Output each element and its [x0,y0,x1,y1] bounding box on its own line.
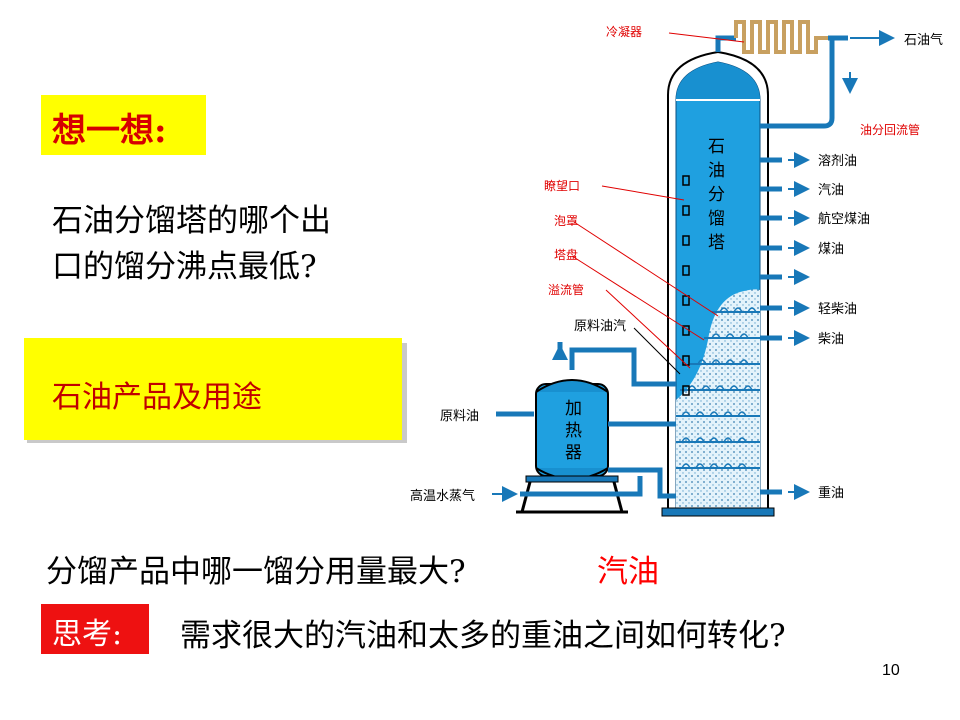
answer-gasoline: 汽油 [597,554,659,590]
label-steam: 高温水蒸气 [410,488,475,504]
label-kerosene: 煤油 [818,242,844,257]
label-light-diesel: 轻柴油 [818,302,857,317]
ponder-label-background [41,604,149,654]
products-and-uses-button[interactable] [24,338,402,440]
question-lowest-boiling-outlet: 石油分馏塔的哪个出 口的馏分沸点最低? [52,198,402,290]
heater [516,379,628,514]
label-tray: 塔盘 [554,247,578,262]
label-petroleum-gas: 石油气 [904,32,943,48]
label-reflux-pipe: 油分回流管 [860,122,920,137]
tower-name-char-5: 塔 [708,233,725,253]
side-outlets [760,152,810,500]
label-heavy-oil: 重油 [818,485,844,501]
question-conversion: 需求很大的汽油和太多的重油之间如何转化? [180,618,786,654]
label-jet-fuel: 航空煤油 [818,211,870,227]
label-feed-oil: 原料油 [440,409,479,424]
label-gasoline: 汽油 [818,183,844,198]
question-largest-usage: 分馏产品中哪一馏分用量最大? [46,554,466,590]
question1-line1: 石油分馏塔的哪个出 [52,203,331,239]
label-feed-vapor: 原料油汽 [574,319,626,334]
products-and-uses-label[interactable]: 石油产品及用途 [52,380,262,415]
label-condenser: 冷凝器 [606,24,642,39]
heater-name-char-1: 加 [565,399,582,419]
ponder-label: 思考: [52,617,123,652]
question1-line2: 口的馏分沸点最低? [52,249,317,285]
tower-body [661,50,775,517]
think-label-background [41,95,206,155]
heater-name-char-3: 器 [565,443,582,463]
think-label: 想一想: [52,111,167,151]
label-downcomer: 溢流管 [548,282,584,297]
tower-name-char-1: 石 [708,137,725,157]
label-inspection-port: 瞭望口 [544,179,580,193]
tower-name-char-4: 馏 [708,209,725,229]
label-bubble-cap: 泡罩 [554,214,578,228]
heater-name-char-2: 热 [565,421,582,441]
label-solvent-oil: 溶剂油 [818,154,857,169]
page-number: 10 [882,662,900,679]
tower-name-char-2: 油 [708,161,725,181]
tower-name-char-3: 分 [708,185,725,205]
label-diesel: 柴油 [818,332,844,347]
condenser [715,20,895,129]
